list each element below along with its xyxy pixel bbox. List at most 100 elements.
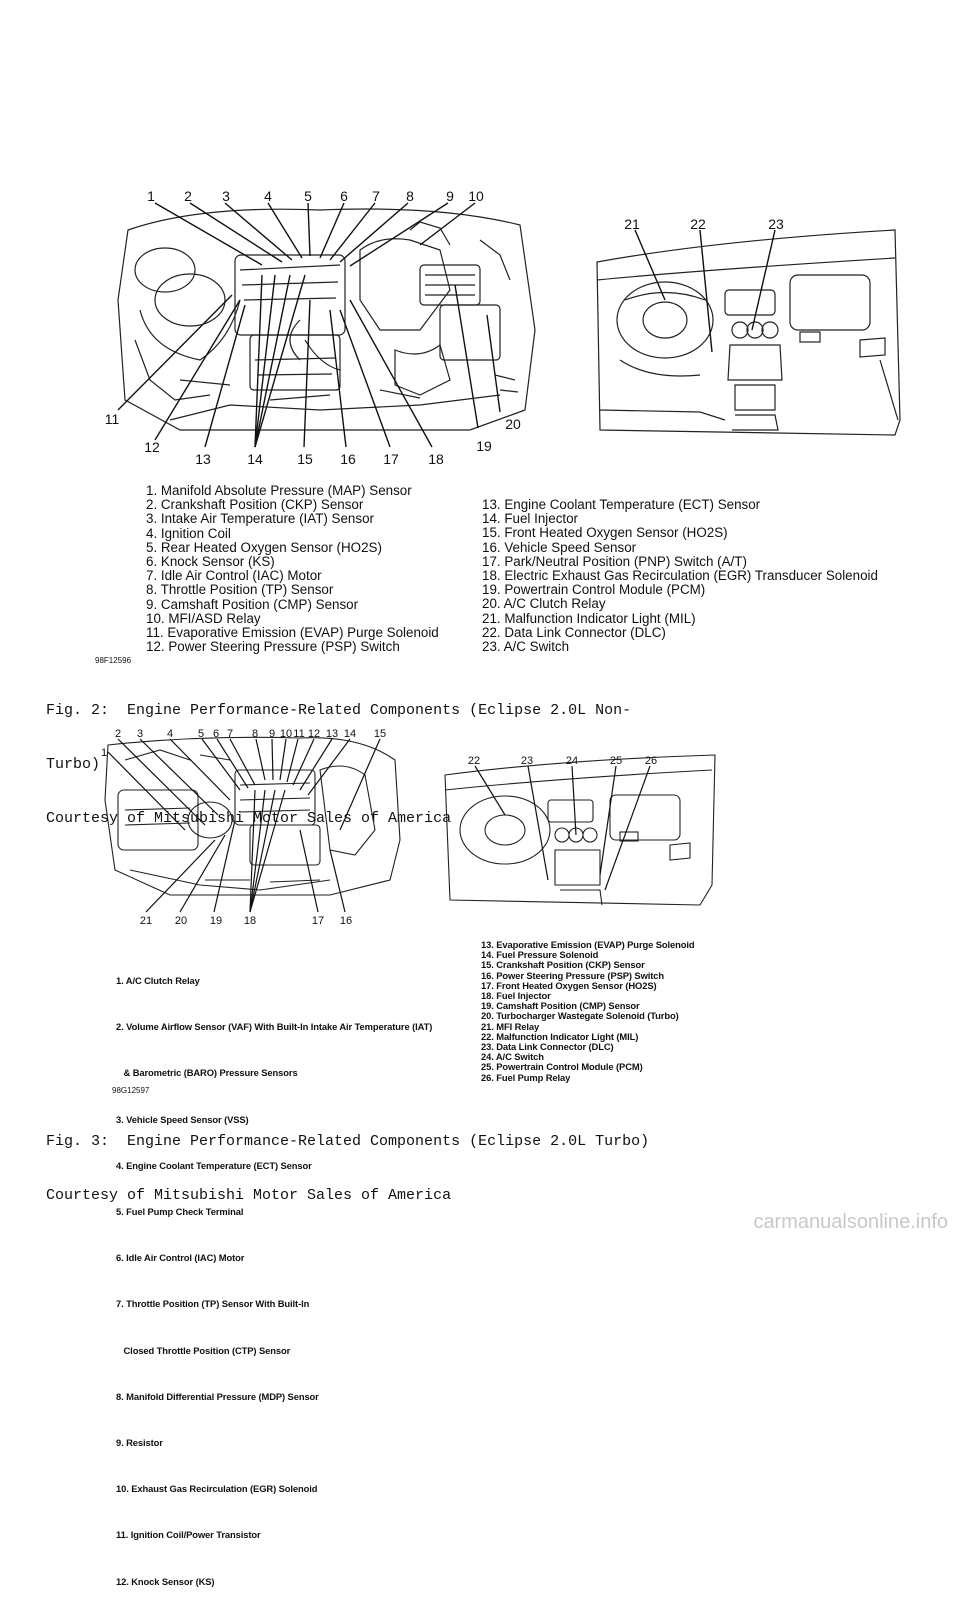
legend-right-fig2: 13. Engine Coolant Temperature (ECT) Sen… [482,497,878,655]
callout-25: 25 [610,755,622,767]
callout-18: 18 [244,915,256,927]
callout-22: 22 [468,755,480,767]
callout-6: 6 [340,188,348,204]
legend-item: 23. Data Link Connector (DLC) [481,1041,614,1053]
legend-item: 13. Engine Coolant Temperature (ECT) Sen… [482,497,761,512]
callout-19: 19 [210,915,222,927]
legend-item: 10. MFI/ASD Relay [146,610,261,626]
legend-item: 18. Electric Exhaust Gas Recirculation (… [482,568,878,584]
legend-item: 2. Volume Airflow Sensor (VAF) With Buil… [116,1021,433,1033]
legend-left-fig2: 1. Manifold Absolute Pressure (MAP) Sens… [146,483,439,655]
legend-item: 21. MFI Relay [481,1020,540,1032]
callout-17: 17 [312,915,324,927]
callout-12: 12 [144,439,160,455]
watermark: carmanualsonline.info [753,1211,948,1233]
callout-23: 23 [521,755,533,767]
callout-7: 7 [227,728,233,740]
legend-item: 16. Power Steering Pressure (PSP) Switch [481,969,665,981]
legend-item: 1. A/C Clutch Relay [116,975,200,986]
legend-item: 16. Vehicle Speed Sensor [482,539,637,555]
callout-17: 17 [383,451,399,467]
legend-item: 14. Fuel Injector [482,511,579,527]
callout-10: 10 [280,728,292,740]
legend-item: 9. Resistor [116,1437,163,1449]
legend-item: 8. Manifold Differential Pressure (MDP) … [116,1390,319,1402]
callout-15: 15 [374,728,386,740]
callout-12: 12 [308,728,320,740]
callout-20: 20 [505,416,521,432]
callout-22: 22 [690,216,706,232]
legend-item: 6. Knock Sensor (KS) [146,554,275,570]
callout-23: 23 [768,216,784,232]
legend-item: 2. Crankshaft Position (CKP) Sensor [146,497,364,513]
legend-item: 3. Vehicle Speed Sensor (VSS) [116,1113,249,1125]
legend-item: 15. Crankshaft Position (CKP) Sensor [481,959,645,971]
callout-15: 15 [297,451,313,467]
legend-item: 12. Power Steering Pressure (PSP) Switch [146,639,400,655]
legend-item: 7. Idle Air Control (IAC) Motor [146,568,322,584]
legend-item: 5. Fuel Pump Check Terminal [116,1206,244,1218]
legend-item: 7. Throttle Position (TP) Sensor With Bu… [116,1298,310,1310]
figure-code: 98F12596 [95,656,132,665]
callout-14: 14 [247,451,263,467]
legend-item: 12. Knock Sensor (KS) [116,1575,215,1587]
caption-line: Courtesy of Mitsubishi Motor Sales of Am… [46,810,452,827]
caption-line: Turbo) [46,756,101,773]
caption-line: Fig. 3: Engine Performance-Related Compo… [46,1133,650,1150]
figure-3-caption: Fig. 3: Engine Performance-Related Compo… [46,1097,649,1223]
legend-item: 22. Malfunction Indicator Light (MIL) [481,1030,639,1042]
legend-item: 19. Camshaft Position (CMP) Sensor [481,1000,640,1012]
figure-2-caption: Fig. 2: Engine Performance-Related Compo… [46,666,631,846]
legend-item: 6. Idle Air Control (IAC) Motor [116,1252,245,1264]
legend-item: & Barometric (BARO) Pressure Sensors [116,1067,298,1079]
legend-item: Closed Throttle Position (CTP) Sensor [116,1344,291,1356]
legend-item: 4. Engine Coolant Temperature (ECT) Sens… [116,1159,312,1171]
callout-9: 9 [269,728,275,740]
callout-5: 5 [198,728,204,740]
callout-13: 13 [326,728,338,740]
legend-item: 8. Throttle Position (TP) Sensor [146,582,334,598]
legend-item: 9. Camshaft Position (CMP) Sensor [146,596,359,612]
callout-20: 20 [175,915,187,927]
legend-item: 13. Evaporative Emission (EVAP) Purge So… [481,939,695,950]
legend-item: 11. Evaporative Emission (EVAP) Purge So… [146,625,439,641]
callout-10: 10 [468,188,484,204]
legend-item: 15. Front Heated Oxygen Sensor (HO2S) [482,525,728,541]
callout-24: 24 [566,755,578,767]
callout-11: 11 [293,728,304,740]
engine-bay-illustration-fig2: 1 2 3 4 5 6 7 8 9 10 11 12 13 14 15 16 1… [105,188,901,467]
callout-8: 8 [252,728,258,740]
legend-item: 10. Exhaust Gas Recirculation (EGR) Sole… [116,1483,318,1495]
callout-8: 8 [406,188,414,204]
legend-item: 21. Malfunction Indicator Light (MIL) [482,610,696,626]
callout-26: 26 [645,755,657,767]
legend-item: 11. Ignition Coil/Power Transistor [116,1529,261,1541]
callout-13: 13 [195,451,211,467]
callout-21: 21 [624,216,640,232]
legend-item: 20. A/C Clutch Relay [482,596,606,612]
legend-item: 19. Powertrain Control Module (PCM) [482,582,706,598]
engine-bay-illustration-fig3: 1 2 3 4 5 6 7 8 9 10 11 12 13 14 15 21 2… [101,728,716,927]
legend-item: 18. Fuel Injector [481,990,551,1002]
callout-3: 3 [137,728,143,740]
caption-line: Fig. 2: Engine Performance-Related Compo… [46,702,632,719]
callout-19: 19 [476,438,492,454]
legend-right-fig3: 13. Evaporative Emission (EVAP) Purge So… [481,939,695,1083]
legend-item: 14. Fuel Pressure Solenoid [481,949,599,961]
callout-1: 1 [101,747,107,759]
callout-6: 6 [213,728,219,740]
legend-left-fig3: 1. A/C Clutch Relay 2. Volume Airflow Se… [116,940,432,1623]
legend-item: 5. Rear Heated Oxygen Sensor (HO2S) [146,539,382,555]
callout-16: 16 [340,451,356,467]
legend-item: 23. A/C Switch [482,639,570,655]
figure-code: 98G12597 [112,1086,150,1095]
callout-2: 2 [115,728,121,740]
caption-line: Courtesy of Mitsubishi Motor Sales of Am… [46,1187,452,1204]
callout-1: 1 [147,188,155,204]
legend-item: 25. Powertrain Control Module (PCM) [481,1061,643,1073]
callout-5: 5 [304,188,312,204]
callout-16: 16 [340,915,352,927]
legend-item: 20. Turbocharger Wastegate Solenoid (Tur… [481,1010,679,1022]
callout-4: 4 [167,728,173,740]
callout-18: 18 [428,451,444,467]
